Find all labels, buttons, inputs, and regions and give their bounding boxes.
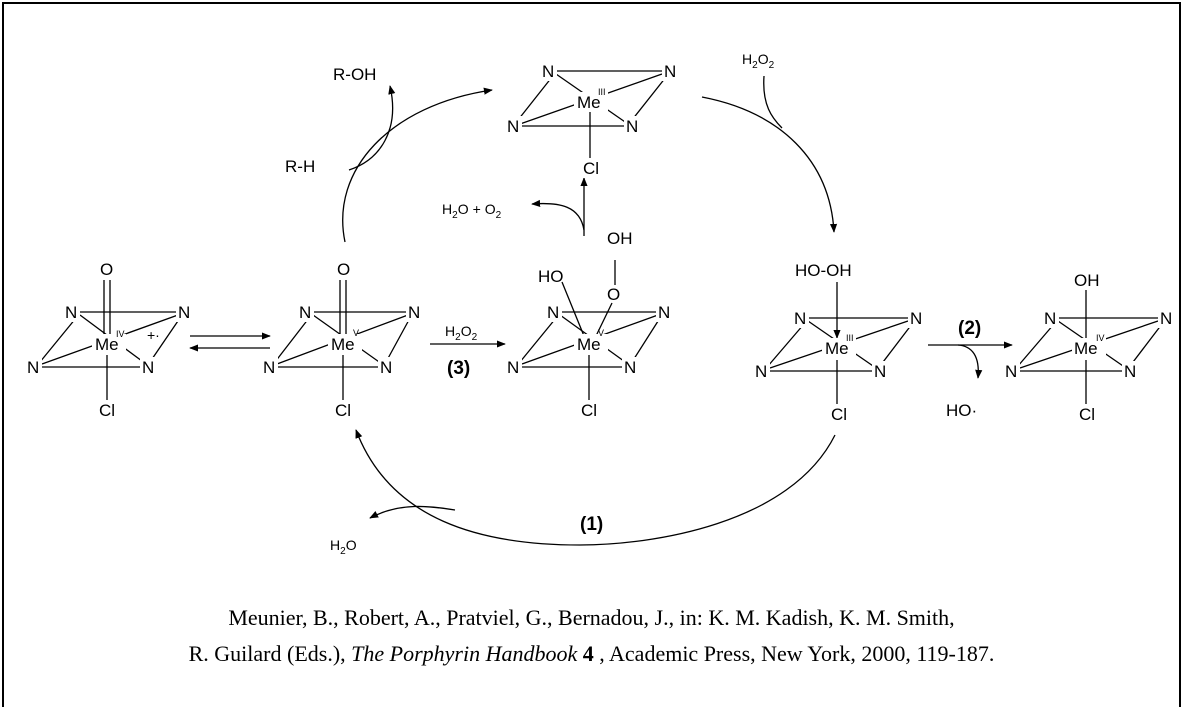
nitrogen-atom: N	[1005, 362, 1017, 381]
complex-me-iii-resting	[517, 70, 667, 158]
metal-atom: Me	[825, 339, 849, 358]
equilibrium-arrows	[189, 332, 271, 352]
nitrogen-atom: N	[1044, 309, 1056, 328]
metal-atom: Me	[331, 335, 355, 354]
complex-me-iii-resting-labels: N N N N Me III Cl	[506, 61, 678, 178]
nitrogen-atom: N	[755, 362, 767, 381]
decomposition-arrow: H2O+O2	[442, 177, 588, 236]
oxidation-state: V	[353, 328, 359, 338]
nitrogen-atom: N	[1160, 309, 1172, 328]
nitrogen-atom: N	[542, 62, 554, 81]
nitrogen-atom: N	[910, 309, 922, 328]
oxidation-state: IV	[1096, 333, 1105, 343]
h2o-o2-product: H2O+O2	[442, 201, 502, 221]
nitrogen-atom: N	[27, 358, 39, 377]
complex-me-v-hydroperoxo-labels: OH O HO N N N N Me V Cl	[506, 229, 672, 420]
nitrogen-atom: N	[142, 358, 154, 377]
chloride-ligand: Cl	[581, 401, 597, 420]
radical-cation-mark: +·	[147, 327, 160, 343]
nitrogen-atom: N	[507, 358, 519, 377]
nitrogen-atom: N	[380, 358, 392, 377]
oxidation-state: IV	[116, 329, 125, 339]
chloride-ligand: Cl	[583, 159, 599, 178]
nitrogen-atom: N	[547, 303, 559, 322]
book-title: The Porphyrin Handbook	[351, 641, 578, 666]
hydroxo-ligand: OH	[1074, 271, 1100, 290]
nitrogen-atom: N	[299, 303, 311, 322]
nitrogen-atom: N	[874, 362, 886, 381]
hydrogen-peroxide-ligand: HO-OH	[795, 261, 852, 280]
chloride-ligand: Cl	[99, 401, 115, 420]
nitrogen-atom: N	[794, 309, 806, 328]
pathway-3-arrow: H2O2 (3)	[430, 323, 506, 379]
nitrogen-atom: N	[507, 117, 519, 136]
pathway-2-arrow: (2) HO·	[928, 318, 1013, 420]
cycle-arrows	[342, 75, 838, 546]
oxidation-state: III	[846, 333, 854, 343]
h2o2-label: H2O2	[445, 323, 478, 343]
volume-number: 4	[577, 641, 594, 666]
chloride-ligand: Cl	[831, 405, 847, 424]
catalytic-cycle-scheme: O N N N N Me IV +· Cl O N N N N M	[26, 51, 1174, 557]
nitrogen-atom: N	[664, 62, 676, 81]
hydroxo-ligand: HO	[538, 267, 564, 286]
nitrogen-atom: N	[658, 303, 670, 322]
citation: Meunier, B., Robert, A., Pratviel, G., B…	[0, 600, 1183, 672]
nitrogen-atom: N	[65, 303, 77, 322]
citation-editors: R. Guilard (Eds.),	[188, 641, 352, 666]
cycle-labels: R-OH R-H H2O2 H2O (1)	[285, 51, 775, 557]
peroxo-oxygen: O	[607, 285, 620, 304]
complex-me-iii-h2o2-adduct-labels: HO-OH N N N N Me III Cl	[754, 261, 924, 424]
alkane-substrate: R-H	[285, 157, 315, 176]
metal-atom: Me	[577, 335, 601, 354]
hydroxyl-radical: HO·	[946, 401, 977, 420]
chloride-ligand: Cl	[335, 401, 351, 420]
nitrogen-atom: N	[408, 303, 420, 322]
pathway-2-label: (2)	[958, 318, 981, 339]
h2o2-reagent: H2O2	[742, 51, 775, 71]
metal-atom: Me	[1074, 339, 1098, 358]
pathway-1-label: (1)	[580, 514, 603, 535]
nitrogen-atom: N	[178, 303, 190, 322]
nitrogen-atom: N	[1124, 362, 1136, 381]
complex-me-iv-hydroxo-labels: OH N N N N Me IV Cl	[1004, 271, 1174, 424]
nitrogen-atom: N	[624, 358, 636, 377]
nitrogen-atom: N	[626, 117, 638, 136]
citation-line-2: R. Guilard (Eds.), The Porphyrin Handboo…	[0, 636, 1183, 672]
complex-me-v-oxo	[274, 280, 411, 400]
metal-atom: Me	[95, 335, 119, 354]
complex-me-v-oxo-labels: O N N N N Me V Cl	[262, 260, 422, 420]
complex-me-iv-radical-cation-labels: O N N N N Me IV +· Cl	[26, 260, 192, 420]
hydroxyl-group: OH	[607, 229, 633, 248]
citation-publisher: , Academic Press, New York, 2000, 119-18…	[593, 641, 995, 666]
alcohol-product: R-OH	[333, 65, 376, 84]
oxidation-state: V	[598, 328, 604, 338]
oxidation-state: III	[598, 87, 606, 97]
water-product: H2O	[330, 537, 357, 557]
metal-atom: Me	[577, 93, 601, 112]
citation-line-1: Meunier, B., Robert, A., Pratviel, G., B…	[228, 605, 955, 630]
oxo-atom: O	[100, 260, 113, 279]
nitrogen-atom: N	[263, 358, 275, 377]
chloride-ligand: Cl	[1079, 405, 1095, 424]
oxo-atom: O	[337, 260, 350, 279]
pathway-3-label: (3)	[447, 358, 470, 379]
